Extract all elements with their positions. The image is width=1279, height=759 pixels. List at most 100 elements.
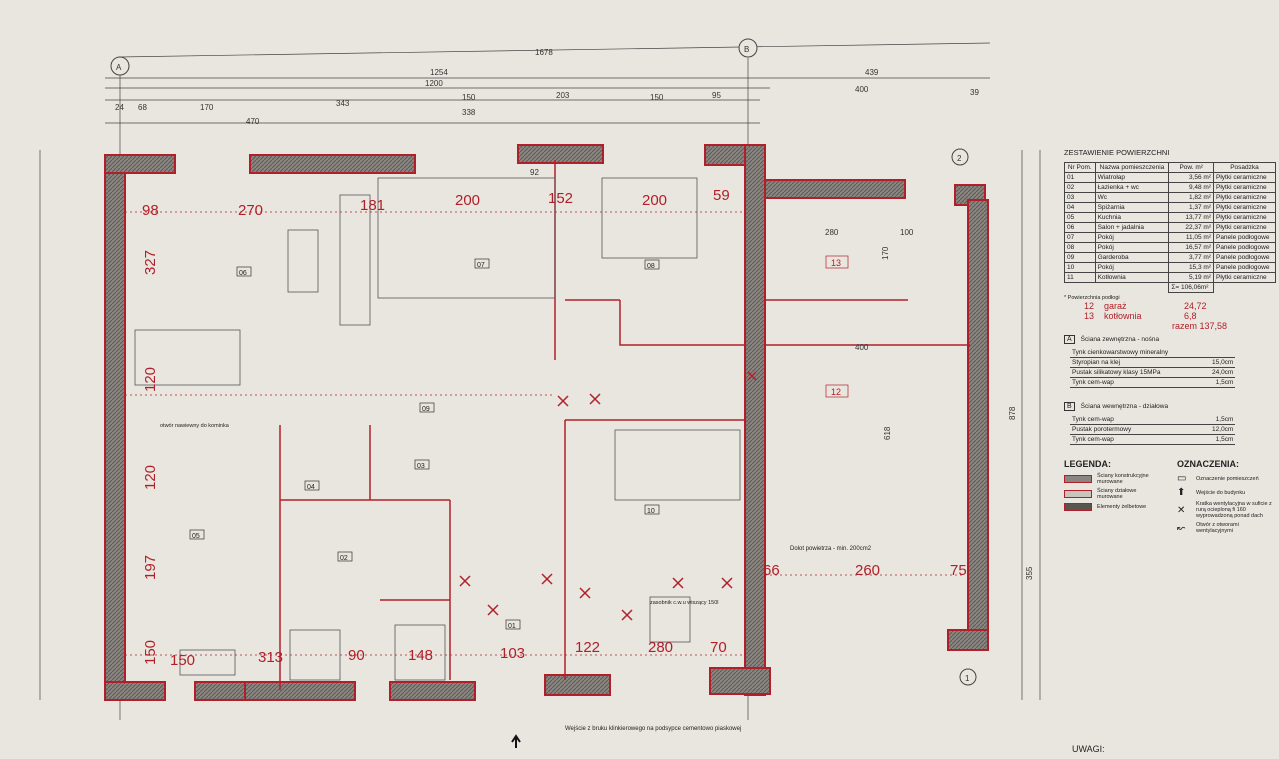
ventilation-markers: [459, 371, 757, 621]
axis-2-label: 2: [957, 154, 962, 163]
label: 66: [763, 562, 780, 579]
label: 24,72: [1184, 301, 1207, 311]
entrance-arrow-icon: [511, 734, 521, 748]
room-tag-icon: ▭: [1177, 473, 1187, 484]
dim: 439: [865, 68, 879, 77]
label: OZNACZENIA:: [1177, 459, 1239, 469]
label: Tynk cem-wap: [1070, 377, 1202, 388]
label: 150: [170, 652, 195, 669]
table-cell: Panele podłogowe: [1212, 242, 1277, 253]
area-table: Nr Pom. Nazwa pomieszczenia Pow. m² Posa…: [1064, 162, 1277, 293]
label: 181: [360, 197, 385, 214]
label: 90: [348, 647, 365, 664]
table-cell: Wiatrołap: [1094, 172, 1170, 183]
label: 400: [855, 343, 869, 352]
label: 152: [548, 190, 573, 207]
table-cell: Płytki ceramiczne: [1212, 222, 1277, 233]
room-numbers: 06 07 08 09 05 04 03 02 01 10 13 12: [192, 258, 841, 630]
grid-lines: [125, 211, 965, 656]
label: 07: [477, 262, 485, 269]
label: LEGENDA:: [1064, 459, 1111, 469]
label: 618: [883, 426, 892, 440]
table-cell: Wc: [1094, 192, 1170, 203]
table-cell: 16,57 m²: [1168, 242, 1214, 253]
table-cell: 07: [1064, 232, 1096, 243]
table-cell: Kotłownia: [1094, 272, 1170, 283]
dim: 39: [970, 88, 979, 97]
table-cell: 3,77 m²: [1168, 252, 1214, 263]
air-intake-note: Dolot powietrza - min. 200cm2: [790, 546, 872, 552]
label: 08: [647, 263, 655, 270]
label: 1,5cm: [1188, 415, 1236, 425]
label: 120: [142, 465, 159, 490]
label: 150: [650, 93, 664, 102]
label: 1,5cm: [1188, 434, 1236, 445]
table-cell: Płytki ceramiczne: [1212, 202, 1277, 213]
label: 170: [200, 103, 214, 112]
label: Pustak silikatowy klasy 15MPa: [1070, 367, 1202, 378]
label: 280: [825, 228, 839, 237]
notes-heading: UWAGI:: [1072, 744, 1105, 754]
dim: 1254: [430, 68, 448, 77]
table-cell: Salon + jadalnia: [1094, 222, 1170, 233]
table-cell: Panele podłogowe: [1212, 252, 1277, 263]
furniture: [134, 177, 741, 681]
col-header: Pow. m²: [1168, 162, 1214, 173]
table-cell: 15,3 m²: [1168, 262, 1214, 273]
label: Tynk cem-wap: [1070, 415, 1189, 425]
axis-1-label: 1: [965, 674, 970, 683]
entrance-arrow-icon: ⬆: [1177, 487, 1186, 498]
label: 343: [336, 99, 350, 108]
exterior-walls: [104, 144, 771, 701]
label: 03: [417, 463, 425, 470]
legend-swatch: [1064, 490, 1092, 498]
label: Pustak porotermowy: [1070, 424, 1189, 435]
dim: 400: [855, 85, 869, 94]
label: Styropian na klej: [1070, 357, 1202, 368]
label: 06: [239, 270, 247, 277]
label: Tynk cienkowarstwowy mineralny: [1070, 348, 1202, 358]
label: 04: [307, 484, 315, 491]
label: Otwór z otworami wentylacyjnymi: [1196, 522, 1239, 534]
label: 355: [1025, 566, 1034, 580]
label: 12: [1084, 301, 1095, 311]
label: 470: [246, 117, 260, 126]
label: 98: [142, 202, 159, 219]
axis-2-marker: [951, 148, 969, 166]
table-cell: Płytki ceramiczne: [1212, 182, 1277, 193]
dim-row3: 24 68 170 343 150 203 150 95 470 338 92: [115, 91, 721, 177]
marking-item: ↜Otwór z otworami wentylacyjnymi: [1177, 522, 1276, 534]
label: Wejście do budynku: [1196, 489, 1246, 496]
label: 280: [648, 639, 673, 656]
interior-walls: [279, 160, 970, 690]
table-cell: 02: [1064, 182, 1096, 193]
dim: 1200: [425, 79, 443, 88]
label: Kratka wentylacyjna w suficie z rurą oci…: [1196, 501, 1272, 519]
wall-a-tag: A: [1064, 335, 1075, 344]
marking-item: ⬆ Wejście do budynku: [1177, 487, 1276, 498]
label: 12: [831, 387, 841, 397]
markings: OZNACZENIA: ▭Oznaczenie pomieszczeń⬆Wejś…: [1177, 459, 1276, 537]
table-cell: 5,19 m²: [1168, 272, 1214, 283]
table-cell: 09: [1064, 252, 1096, 263]
table-cell: 11: [1064, 272, 1096, 283]
table-cell: 05: [1064, 212, 1096, 223]
table-cell: Pokój: [1094, 262, 1170, 273]
label: 75: [950, 562, 967, 579]
vent-grille-icon: ✕: [1177, 504, 1186, 516]
label: 95: [712, 91, 721, 100]
footnote: * Powierzchnia podłogi: [1064, 295, 1120, 301]
axis-a-label: A: [116, 63, 122, 72]
legend-swatch: [1064, 503, 1092, 511]
